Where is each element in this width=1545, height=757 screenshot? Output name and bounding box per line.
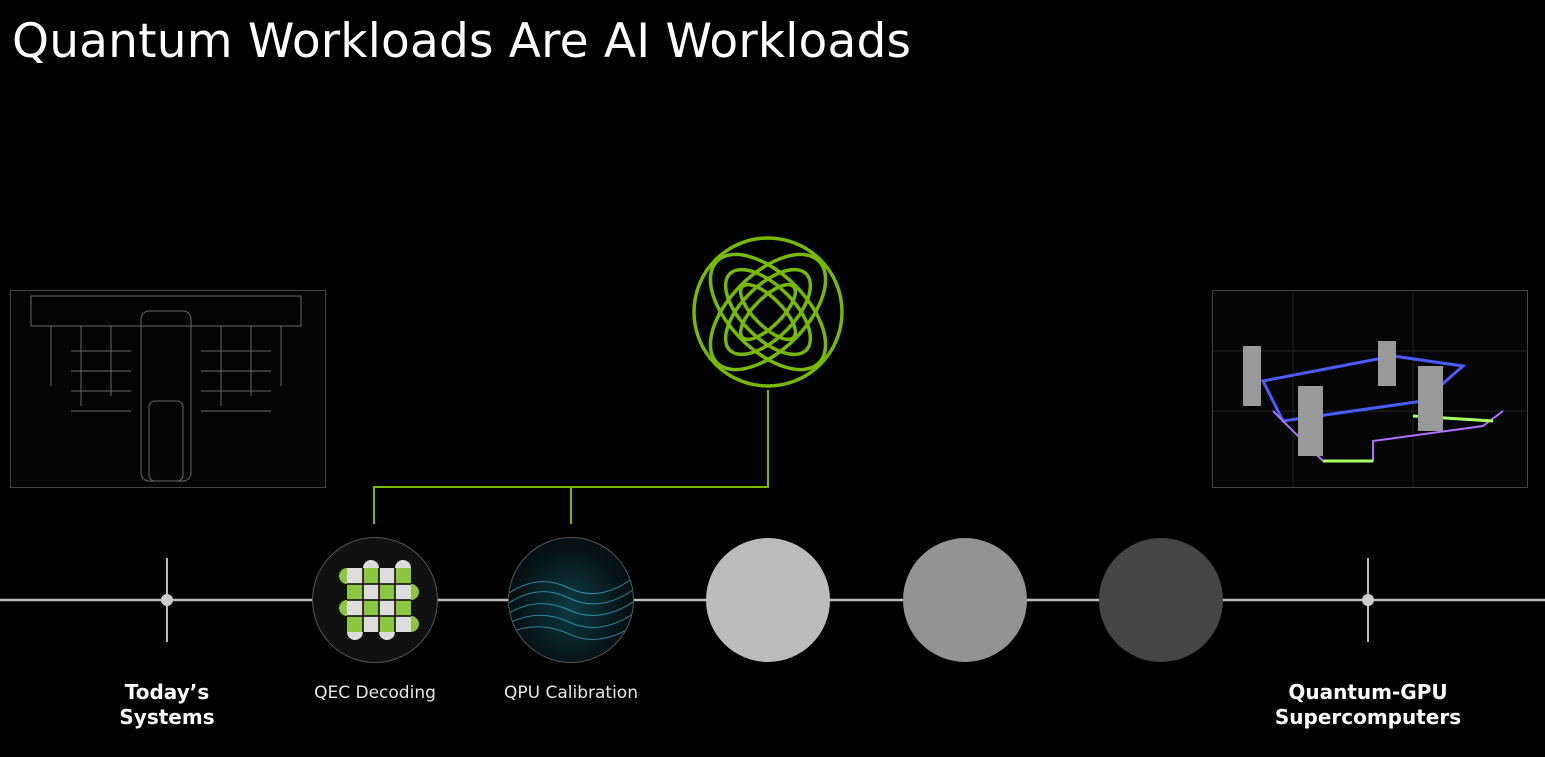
- placeholder-node-2: [903, 538, 1027, 662]
- timeline-marker-end: [1362, 594, 1374, 606]
- label-line: Quantum-GPU: [1288, 680, 1448, 704]
- quantum-computer-image: [10, 290, 326, 488]
- qpu-calibration-label: QPU Calibration: [504, 683, 638, 703]
- label-line: Today’s: [124, 680, 210, 704]
- qec-decoding-node: [312, 537, 438, 663]
- placeholder-node-1: [706, 538, 830, 662]
- todays-systems-label: Today’s Systems: [119, 680, 214, 730]
- label-line: Supercomputers: [1274, 705, 1462, 729]
- cuda-q-logo-icon: [692, 236, 844, 388]
- placeholder-node-3: [1099, 538, 1223, 662]
- label-line: Systems: [119, 705, 215, 729]
- page-title: Quantum Workloads Are AI Workloads: [12, 14, 912, 69]
- qec-decoding-label: QEC Decoding: [314, 683, 436, 703]
- quantum-gpu-supercomputers-label: Quantum-GPU Supercomputers: [1275, 680, 1461, 730]
- quantum-gpu-supercomputer-image: [1212, 290, 1528, 488]
- qpu-calibration-node: [508, 537, 634, 663]
- timeline-marker-start: [161, 594, 173, 606]
